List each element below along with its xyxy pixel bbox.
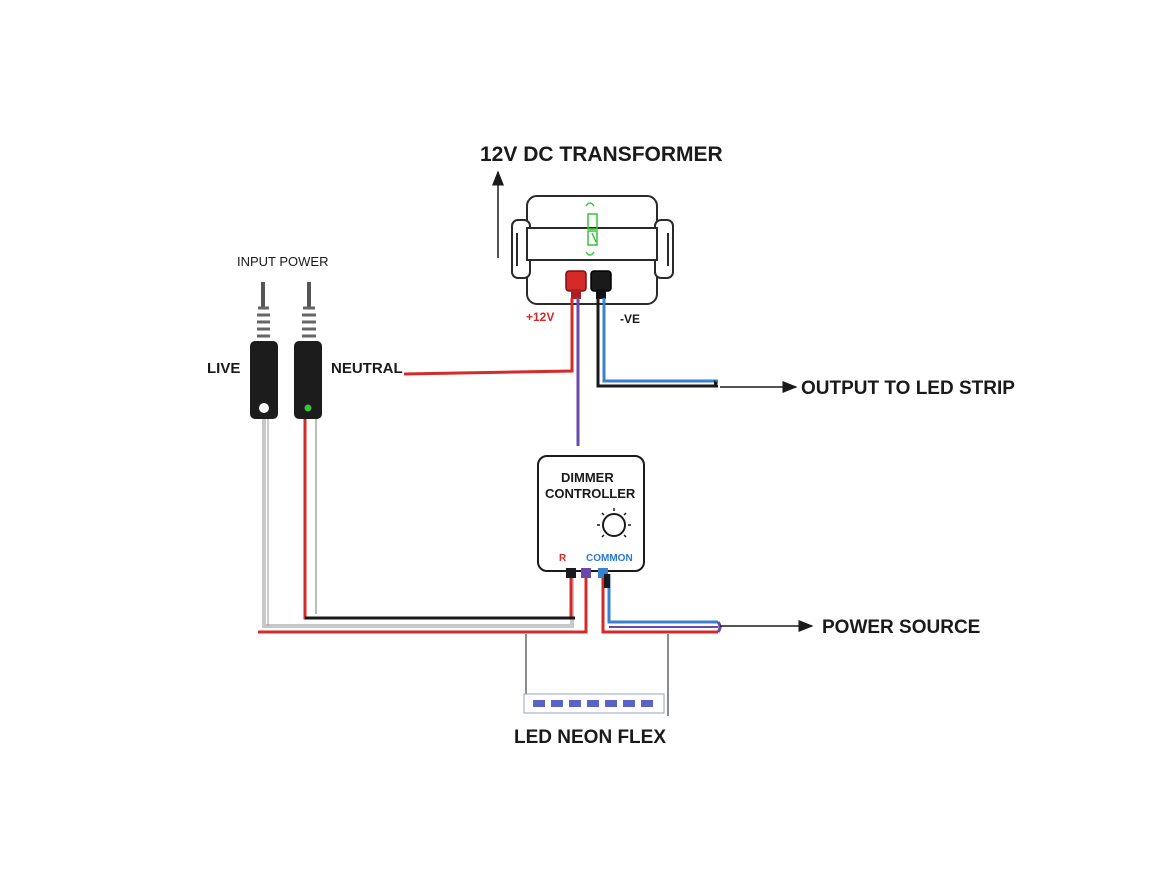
dimmer-controller: DIMMER CONTROLLER R COMMON [537,455,645,588]
terminal-negative [590,270,612,292]
led-segment [569,700,581,707]
dimmer-terminal-black [566,568,576,578]
led-segment [623,700,635,707]
wire-negative-blue [602,298,718,383]
live-plug [250,282,278,419]
dimmer-title-line2: CONTROLLER [545,486,636,501]
neutral-plug [294,282,322,419]
dimmer-terminal-blue [598,568,608,578]
live-plug-body [250,341,278,419]
terminal-positive [565,270,587,292]
live-indicator-icon [259,403,269,413]
wire-live-red [258,574,588,634]
led-segment [587,700,599,707]
wire-common-red [601,574,718,634]
wire-common-blue [607,574,718,624]
negative-label: -VE [620,312,640,326]
dial-knob-icon[interactable] [597,508,631,538]
led-neon-flex-label: LED NEON FLEX [514,727,666,748]
transformer-unit [492,170,674,305]
dimmer-terminal-purple [581,568,591,578]
led-segment [641,700,653,707]
power-source-label: POWER SOURCE [822,617,980,638]
neutral-label: NEUTRAL [331,360,403,377]
dimmer-common-label: COMMON [586,553,633,564]
led-neon-flex-strip [523,693,665,714]
led-segment [605,700,617,707]
wire-negative-black [596,298,718,388]
transformer-indicator-icon [585,202,598,256]
transformer-title: 12V DC TRANSFORMER [480,143,723,166]
transformer-band [526,227,658,261]
led-segment [551,700,563,707]
neutral-plug-body [294,341,322,419]
wire-live-white [262,419,574,628]
dimmer-r-label: R [559,553,567,564]
wire-neutral-red [303,419,573,620]
positive-label: +12V [526,310,554,324]
live-label: LIVE [207,360,240,377]
output-label: OUTPUT TO LED STRIP [801,378,1015,399]
input-power-label: INPUT POWER [237,254,329,269]
led-segment [533,700,545,707]
neutral-indicator-icon [304,404,312,412]
dimmer-title-line1: DIMMER [561,470,614,485]
wire-neutral-to-positive [403,298,574,376]
